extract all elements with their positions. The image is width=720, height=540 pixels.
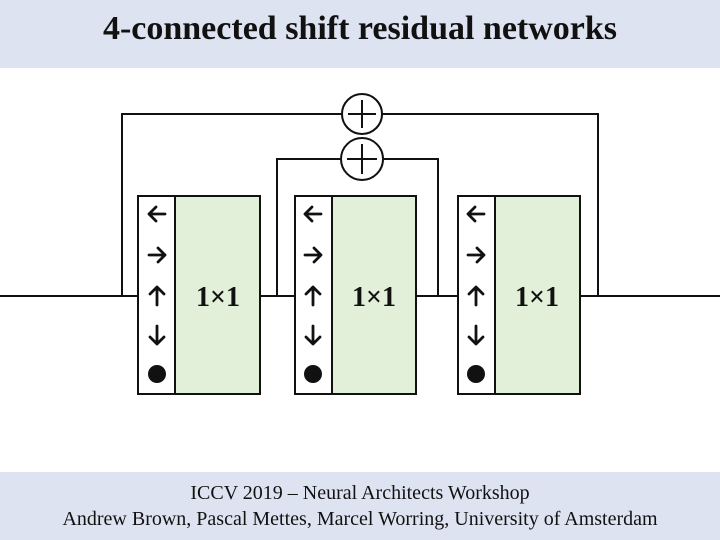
slide-title: 4-connected shift residual networks (102, 10, 618, 47)
title-bar: 4-connected shift residual networks (0, 0, 720, 68)
up-arrow-icon (148, 285, 166, 307)
footer-authors: Andrew Brown, Pascal Mettes, Marcel Worr… (62, 508, 658, 530)
shift-conv-block-3: 1×1 (457, 195, 581, 395)
inner-skip-connection (276, 158, 439, 296)
up-arrow-icon (467, 285, 485, 307)
outer-skip-connection (121, 113, 599, 296)
conv-label: 1×1 (352, 282, 396, 313)
identity-dot-icon (148, 365, 166, 383)
up-arrow-icon (304, 285, 322, 307)
right-arrow-icon (147, 246, 167, 264)
identity-dot-icon (467, 365, 485, 383)
shift-conv-block-1: 1×1 (137, 195, 261, 395)
outer-skip-add-icon (341, 93, 383, 135)
left-arrow-icon (303, 205, 323, 223)
left-arrow-icon (466, 205, 486, 223)
down-arrow-icon (304, 324, 322, 346)
down-arrow-icon (148, 324, 166, 346)
conv-1x1-box (331, 195, 417, 395)
conv-1x1-box (174, 195, 261, 395)
conv-1x1-box (494, 195, 581, 395)
identity-dot-icon (304, 365, 322, 383)
shift-conv-block-2: 1×1 (294, 195, 417, 395)
right-arrow-icon (466, 246, 486, 264)
left-arrow-icon (147, 205, 167, 223)
right-arrow-icon (303, 246, 323, 264)
footer-venue: ICCV 2019 – Neural Architects Workshop (190, 482, 530, 504)
inner-skip-add-icon (340, 137, 384, 181)
down-arrow-icon (467, 324, 485, 346)
conv-label: 1×1 (196, 282, 240, 313)
footer-bar (0, 472, 720, 540)
conv-label: 1×1 (515, 282, 559, 313)
